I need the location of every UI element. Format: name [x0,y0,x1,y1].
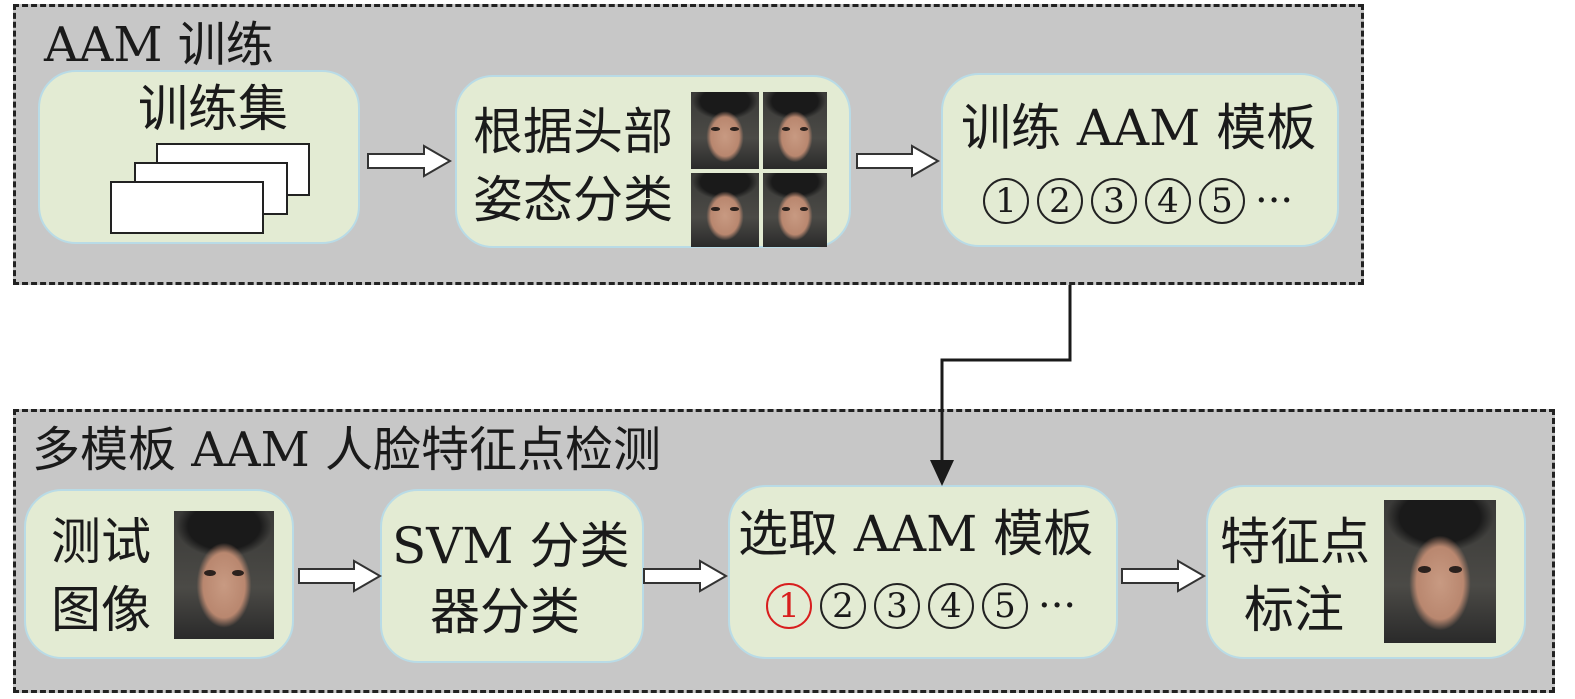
face-thumbnail [763,92,827,169]
template-number: 5 [982,583,1028,629]
face-thumbnail [691,92,759,169]
test-image-line1: 测试 [51,513,151,571]
landmark-line1: 特征点 [1220,513,1370,571]
landmark-face-image [1384,500,1496,643]
detection-panel-title: 多模板 AAM 人脸特征点检测 [32,422,661,478]
train-template-node: 训练 AAM 模板 1 2 3 4 5 ··· [941,73,1339,247]
template-number: 1 [983,178,1029,224]
training-panel-title: AAM 训练 [44,17,274,73]
svm-classifier-node: SVM 分类 器分类 [380,489,644,663]
svm-line1: SVM 分类 [392,517,630,575]
flow-arrow [643,559,729,593]
svm-line2: 器分类 [430,583,580,641]
pose-classify-line1: 根据头部 [473,103,673,161]
template-number: 3 [1091,178,1137,224]
document-stack-icon [110,181,264,234]
pose-classify-line2: 姿态分类 [473,171,673,229]
template-number: 2 [1037,178,1083,224]
template-number: 3 [874,583,920,629]
test-face-image [174,511,274,639]
template-number: 4 [928,583,974,629]
template-number: 2 [820,583,866,629]
landmark-line2: 标注 [1244,581,1344,639]
training-set-node: 训练集 [38,70,360,244]
train-template-label: 训练 AAM 模板 [961,99,1317,157]
template-number: 4 [1145,178,1191,224]
face-thumbnail [763,173,827,247]
test-image-line2: 图像 [51,581,151,639]
selected-template-number: 1 [766,583,812,629]
flow-arrow [367,144,453,178]
connector-arrow [930,285,1072,486]
ellipsis: ··· [1255,178,1294,224]
flow-arrow [298,559,383,593]
flow-arrow [1121,559,1207,593]
template-number-list: 1 2 3 4 5 ··· [983,178,1293,224]
template-number-list: 1 2 3 4 5 ··· [766,583,1076,629]
select-template-label: 选取 AAM 模板 [738,505,1094,563]
flow-arrow [856,144,941,178]
template-number: 5 [1199,178,1245,224]
face-thumbnail [691,173,759,247]
training-set-label: 训练集 [138,80,288,138]
ellipsis: ··· [1038,583,1077,629]
select-template-node: 选取 AAM 模板 1 2 3 4 5 ··· [728,485,1118,659]
